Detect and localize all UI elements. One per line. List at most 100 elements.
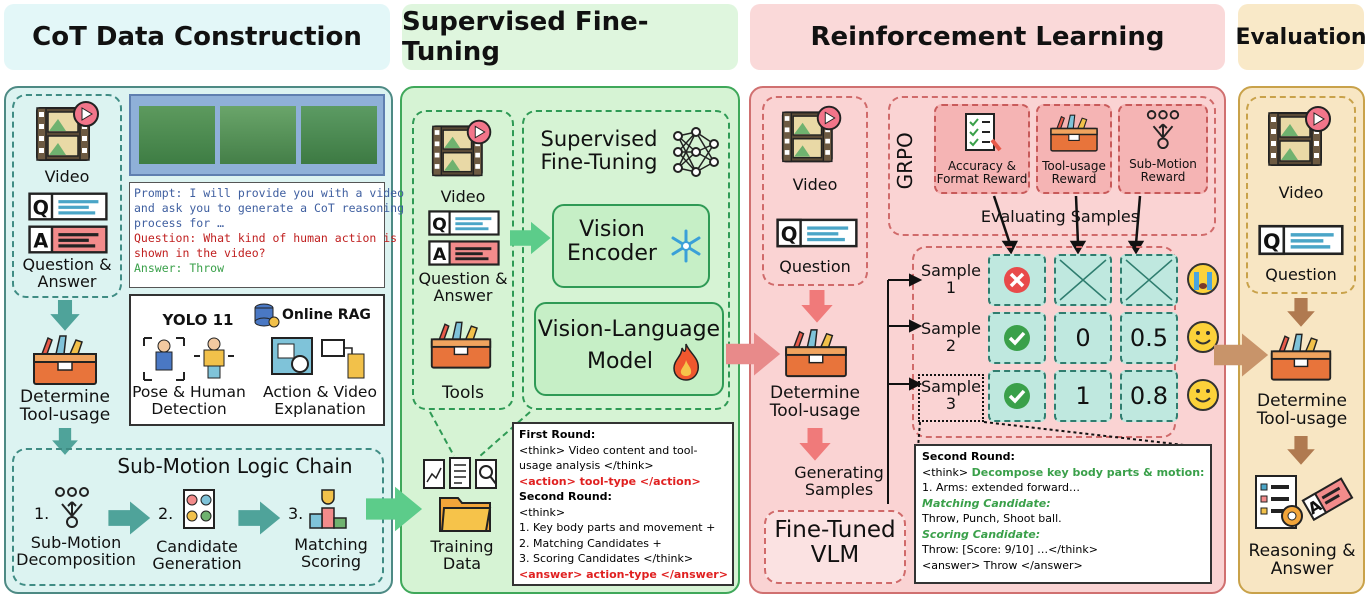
pose-line1: Pose & Human: [132, 383, 246, 401]
neural-network-icon: [673, 127, 719, 177]
empty-cell-icon: [1059, 259, 1107, 301]
think-tag: <think>: [922, 465, 972, 479]
rl-determine-line1: Determine: [770, 383, 860, 403]
reward2-line2: Reward: [1051, 171, 1097, 186]
vlm-label-line2: Model: [586, 349, 654, 374]
reasoning-line1: Reasoning &: [1248, 541, 1356, 561]
sub-motion-icon: [1146, 110, 1180, 149]
header-sft-label: Supervised Fine-Tuning: [402, 7, 649, 67]
training-line2: Data: [442, 554, 482, 574]
sft-qa-label: Question & Answer: [412, 270, 514, 305]
sample-2-tool-usage-cell: 0: [1054, 312, 1112, 364]
arrow-right-icon: [108, 500, 152, 536]
sample-2-accuracy-cell: [988, 312, 1046, 364]
toolbox-icon: [428, 318, 494, 372]
eval-video-label: Video: [1278, 183, 1324, 202]
video-frame: [139, 106, 215, 164]
header-cot-data-construction: CoT Data Construction: [4, 4, 390, 70]
reward-arrows: [992, 195, 1145, 254]
arrow-down-icon: [798, 290, 836, 324]
header-eval-label: Evaluation: [1235, 24, 1367, 50]
decompose-text: Decompose key body parts & motion:: [971, 465, 1205, 479]
sample-connectors: [887, 273, 923, 504]
box-line: <think> Decompose key body parts & motio…: [922, 465, 1204, 481]
step-2-number: 2.: [158, 504, 174, 523]
pose-detection-label: Pose & Human Detection: [130, 384, 248, 417]
yolo-label: YOLO 11: [162, 311, 234, 329]
sft-tools-label: Tools: [442, 383, 484, 403]
video-icon: [430, 118, 496, 180]
video-frame: [301, 106, 377, 164]
sft-qa-line2: Answer: [433, 286, 493, 306]
question-line: shown in the video?: [134, 246, 266, 260]
reward3-line1: Sub-Motion: [1129, 157, 1197, 171]
sft-output-format-box: First Round: <think> Video content and t…: [512, 422, 734, 586]
video-frame: [220, 106, 296, 164]
prompt-line: Prompt: I will provide you with a video: [134, 186, 405, 200]
sft-qa-line1: Question &: [418, 269, 508, 288]
cot-video-label: Video: [44, 167, 90, 186]
rl-reasoning-box: Second Round: <think> Decompose key body…: [914, 444, 1212, 584]
box-line: 1. Key body parts and movement +: [519, 521, 716, 534]
tools-box: [129, 294, 385, 426]
sample-3-tool-usage-cell: 1: [1054, 370, 1112, 422]
answer-icon: [28, 225, 108, 254]
sample1-line2: 1: [945, 278, 957, 298]
action-explanation-icon: [271, 337, 365, 379]
reward3-line2: Reward: [1140, 169, 1186, 184]
box-line: <answer> action-type </answer>: [519, 567, 728, 581]
cot-determine-line1: Determine: [20, 387, 110, 407]
reward1-line2: Format Reward: [936, 171, 1028, 186]
training-data-label: Training Data: [414, 538, 510, 573]
smile-face-icon: [1187, 379, 1219, 411]
action-explanation-label: Action & Video Explanation: [256, 384, 384, 417]
toolbox-icon: [1268, 330, 1334, 384]
arrow-right-icon: [238, 500, 282, 536]
arrow-down-icon: [798, 428, 832, 462]
podium-icon: [309, 489, 347, 529]
candidate-icon: [183, 489, 215, 529]
step1-line1: Sub-Motion: [30, 533, 122, 552]
sample-2-label: Sample 2: [916, 320, 986, 355]
sample1-line1: Sample: [921, 261, 981, 280]
sample2-line2: 2: [945, 336, 957, 356]
check-icon: [1004, 383, 1030, 409]
zoom-dotted-lines: [917, 421, 1211, 449]
sample-2-sub-motion-cell: 0.5: [1120, 312, 1178, 364]
reward2-line1: Tool-usage: [1042, 159, 1106, 173]
crying-face-icon: [1187, 263, 1219, 295]
reasoning-line2: Answer: [1270, 559, 1334, 580]
vision-line2: Encoder: [567, 240, 657, 266]
sample-1-sub-motion-cell: [1120, 254, 1178, 306]
header-cot-label: CoT Data Construction: [32, 22, 362, 52]
sample-3-accuracy-cell: [988, 370, 1046, 422]
box-line: 1. Arms: extended forward…: [922, 481, 1081, 494]
sft-inputs-group: [412, 110, 514, 410]
video-icon: [1266, 104, 1336, 170]
smile-face-icon: [1187, 321, 1219, 353]
rl-question-label: Question: [779, 257, 851, 276]
arrow-right-icon: [1214, 330, 1270, 380]
step3-line1: Matching: [294, 535, 368, 554]
box-line: 3. Scoring Candidates </think>: [519, 552, 694, 565]
sft-title-line1: Supervised: [540, 127, 658, 151]
step1-line2: Decomposition: [16, 550, 136, 570]
snowflake-icon: [671, 229, 701, 263]
sft-model-group: [522, 110, 730, 410]
check-icon: [1004, 325, 1030, 351]
chain-title: Sub-Motion Logic Chain: [117, 454, 353, 478]
step3-line2: Scoring: [300, 552, 362, 572]
step-1-number: 1.: [34, 504, 50, 523]
header-reinforcement-learning: Reinforcement Learning: [750, 4, 1225, 70]
box-line: <think> Video content and tool-: [519, 443, 698, 457]
question-icon: [776, 218, 858, 248]
box-line: Throw, Punch, Shoot ball.: [922, 512, 1062, 525]
database-icon: [254, 303, 280, 328]
cot-inputs-group: [12, 94, 122, 298]
fire-icon: [673, 343, 699, 381]
finetuned-line1: Fine-Tuned: [774, 517, 896, 543]
box-line: <answer> Throw </answer>: [922, 558, 1083, 572]
reasoning-answer-label: Reasoning & Answer: [1240, 542, 1364, 579]
prompt-box: Prompt: I will provide you with a video …: [129, 182, 405, 288]
question-icon: [428, 210, 500, 236]
